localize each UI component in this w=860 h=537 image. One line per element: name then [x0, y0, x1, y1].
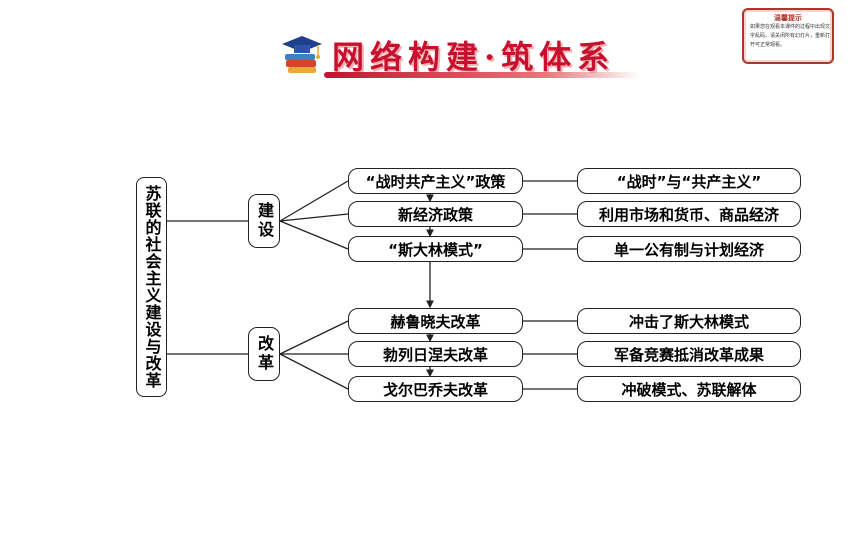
feature-khrushchev-reform: 冲击了斯大林模式 [577, 308, 801, 334]
feature-war-communism: “战时”与“共产主义” [577, 168, 801, 194]
title-underline [324, 72, 640, 78]
stage-khrushchev-reform: 赫鲁晓夫改革 [348, 308, 523, 334]
tip-body: 如果您在观看本课件的过程中出现文字乱码，请关闭所有幻灯片，重新打开可正常观看。 [750, 24, 831, 48]
category-construction: 建设 [248, 194, 280, 248]
feature-gorbachev-reform: 冲破模式、苏联解体 [577, 376, 801, 402]
tip-title: 温馨提示 [774, 14, 802, 22]
stage-gorbachev-reform: 戈尔巴乔夫改革 [348, 376, 523, 402]
stage-stalin-model: “斯大林模式” [348, 236, 523, 262]
stage-war-communism: “战时共产主义”政策 [348, 168, 523, 194]
graduation-cap-books-icon [280, 32, 324, 78]
feature-stalin-model: 单一公有制与计划经济 [577, 236, 801, 262]
page-title: 网络构建·筑体系 [332, 38, 616, 76]
category-reform: 改革 [248, 327, 280, 381]
stage-nep: 新经济政策 [348, 201, 523, 227]
tip-box: 温馨提示 如果您在观看本课件的过程中出现文字乱码，请关闭所有幻灯片，重新打开可正… [742, 8, 834, 64]
feature-brezhnev-reform: 军备竞赛抵消改革成果 [577, 341, 801, 367]
stage-brezhnev-reform: 勃列日涅夫改革 [348, 341, 523, 367]
feature-nep: 利用市场和货币、商品经济 [577, 201, 801, 227]
root-node: 苏联的社会主义建设与改革 [136, 177, 167, 397]
header: 网络构建·筑体系 [280, 26, 640, 86]
